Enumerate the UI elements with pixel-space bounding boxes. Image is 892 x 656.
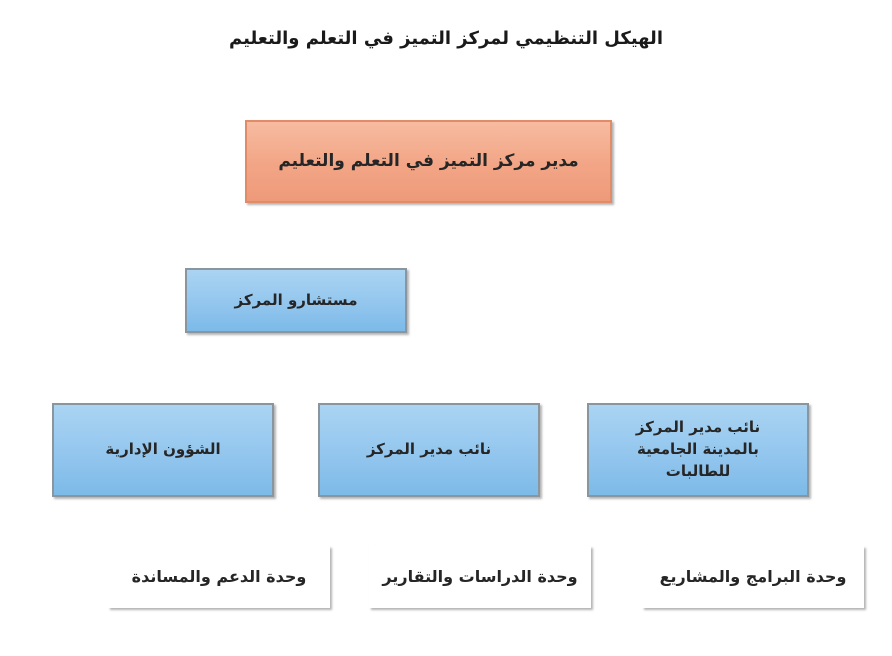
connector-programs-vertical: [0, 429, 3, 510]
node-studies-unit: وحدة الدراسات والتقارير: [369, 546, 591, 608]
node-director: مدير مركز التميز في التعلم والتعليم: [245, 120, 612, 203]
node-admin-affairs-label: الشؤون الإدارية: [105, 440, 221, 459]
node-consultants: مستشارو المركز: [185, 268, 407, 333]
chart-title: الهيكل التنظيمي لمركز التميز في التعلم و…: [229, 28, 663, 49]
node-admin-affairs: الشؤون الإدارية: [52, 403, 274, 497]
node-programs-unit: وحدة البرامج والمشاريع: [642, 546, 864, 608]
connector-deputy-women-stub: [0, 234, 3, 261]
connector-studies-vertical: [0, 345, 3, 426]
connector-admin-stub: [0, 207, 3, 234]
node-programs-unit-label: وحدة البرامج والمشاريع: [659, 567, 847, 587]
node-deputy-director-label: نائب مدير المركز: [366, 440, 492, 459]
node-studies-unit-label: وحدة الدراسات والتقارير: [382, 567, 578, 587]
node-deputy-director-women-label: نائب مدير المركز بالمدينة الجامعية للطال…: [635, 418, 761, 480]
connector-studies-horizontal: [0, 426, 29, 429]
connector-support-vertical: [0, 261, 3, 342]
connector-programs-horizontal: [0, 510, 36, 513]
node-support-unit: وحدة الدعم والمساندة: [108, 546, 330, 608]
connector-support-horizontal: [0, 342, 38, 345]
node-deputy-director: نائب مدير المركز: [318, 403, 540, 497]
node-consultants-label: مستشارو المركز: [234, 290, 358, 309]
connector-level2-distribution: [0, 204, 539, 207]
node-deputy-director-women: نائب مدير المركز بالمدينة الجامعية للطال…: [587, 403, 809, 497]
node-support-unit-label: وحدة الدعم والمساندة: [131, 567, 307, 587]
node-director-label: مدير مركز التميز في التعلم والتعليم: [278, 151, 579, 172]
